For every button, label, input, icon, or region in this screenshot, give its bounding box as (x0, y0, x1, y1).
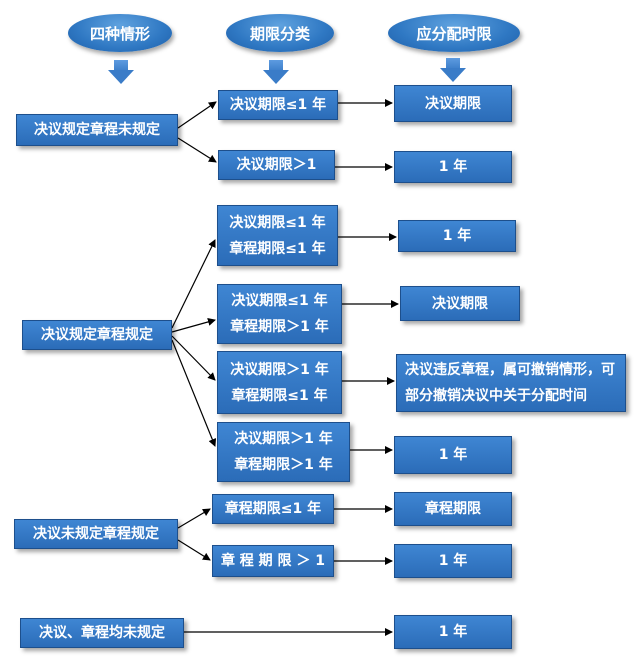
result-text: 1 年 (438, 624, 468, 640)
arrow-case3-cond2 (177, 539, 211, 561)
result-text: 1 年 (442, 228, 472, 244)
arrow-case2-cond2 (171, 318, 216, 333)
condition-text: 章程期限＞1 年 (230, 319, 329, 335)
condition-text: 决议期限≤1 年 (229, 97, 327, 113)
arrow-case1-cond1 (177, 101, 217, 129)
condition-box: 章程期限≤1 年 (212, 494, 334, 524)
result-box: 1 年 (394, 151, 512, 183)
result-text: 决议期限 (425, 95, 481, 112)
result-box: 决议期限 (400, 286, 520, 321)
case-label-2: 决议规定章程规定 (22, 320, 172, 350)
result-box: 1 年 (394, 615, 512, 649)
condition-box: 决议期限≤1 年 (218, 90, 338, 120)
down-arrow-icon (440, 58, 466, 82)
arrow-case2-cond4 (171, 339, 217, 447)
result-text: 1 年 (438, 447, 468, 463)
condition-text: 章 程 期 限 ＞ 1 (220, 553, 326, 569)
condition-box: 决议期限＞1 (218, 150, 335, 180)
condition-box: 决议期限＞1 年 章程期限≤1 年 (217, 351, 342, 414)
down-arrow-icon (263, 60, 289, 84)
condition-box: 决议期限≤1 年 章程期限＞1 年 (217, 284, 342, 344)
case-label-3: 决议未规定章程规定 (14, 519, 178, 549)
result-text: 1 年 (438, 159, 468, 175)
case-label-4: 决议、章程均未规定 (20, 618, 184, 648)
header-allocation-limit: 应分配时限 (388, 14, 520, 52)
result-text: 决议期限 (432, 295, 488, 312)
result-box: 1 年 (394, 544, 512, 578)
condition-text: 决议期限≤1 年 (231, 293, 328, 309)
condition-text: 决议期限＞1 (236, 157, 317, 173)
condition-text: 决议期限＞1 年 (230, 361, 329, 378)
result-box: 1 年 (394, 436, 512, 474)
arrow-case3-cond1 (177, 508, 211, 529)
result-box: 1 年 (398, 220, 516, 252)
condition-text: 章程期限≤1 年 (224, 501, 322, 517)
result-box: 决议期限 (394, 85, 512, 122)
case-label-1: 决议规定章程未规定 (16, 114, 178, 146)
result-box: 章程期限 (394, 492, 512, 526)
arrow-case2-cond3 (171, 335, 216, 381)
condition-text: 决议期限＞1 年 (234, 431, 333, 447)
result-text: 决议违反章程，属可撤销情形，可部分撤销决议中关于分配时间 (405, 362, 615, 404)
header-situations: 四种情形 (68, 14, 172, 52)
result-text: 1 年 (438, 553, 468, 569)
condition-box: 章 程 期 限 ＞ 1 (212, 545, 334, 577)
condition-text: 章程期限≤1 年 (231, 387, 328, 404)
header-period-class: 期限分类 (226, 14, 334, 52)
result-box: 决议违反章程，属可撤销情形，可部分撤销决议中关于分配时间 (396, 354, 626, 412)
arrow-case2-cond1 (171, 239, 216, 329)
down-arrow-icon (108, 60, 134, 84)
arrow-case1-cond2 (177, 137, 217, 163)
condition-box: 决议期限＞1 年 章程期限＞1 年 (217, 422, 350, 482)
result-text: 章程期限 (425, 501, 481, 517)
condition-text: 章程期限＞1 年 (234, 457, 333, 473)
condition-text: 章程期限≤1 年 (229, 240, 326, 257)
condition-text: 决议期限≤1 年 (229, 214, 326, 231)
condition-box: 决议期限≤1 年 章程期限≤1 年 (217, 205, 338, 266)
